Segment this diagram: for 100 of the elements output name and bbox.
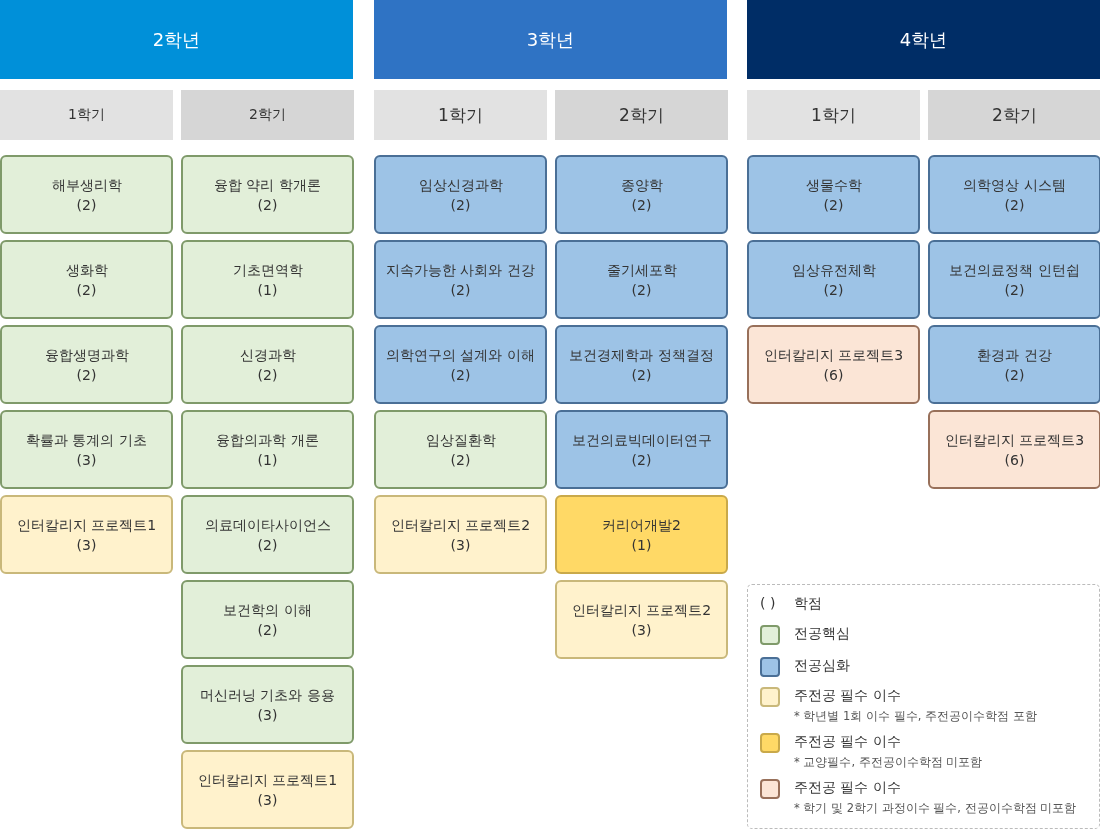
course-card: [928, 155, 1100, 234]
course-name: 의학영상 시스템: [963, 175, 1066, 195]
legend-label: 전공심화: [794, 657, 850, 675]
course-name: 임상신경과학: [418, 175, 503, 195]
course-name: 인터칼리지 프로젝트3: [763, 345, 904, 365]
course-card: [555, 240, 728, 319]
semester-header: 1학기: [374, 90, 547, 140]
credit-label: (3): [450, 535, 471, 555]
semester-header: 2학기: [555, 90, 728, 140]
course-card: [0, 155, 173, 234]
course-card: [555, 495, 728, 574]
course-name: 융합 약리 학개론: [214, 175, 321, 195]
course-name: 임상질환학: [425, 430, 496, 450]
course-card: [374, 410, 547, 489]
course-name: 의학연구의 설계와 이해: [386, 345, 535, 365]
course-name: 인터칼리지 프로젝트1: [16, 515, 157, 535]
course-name: 보건의료빅데이터연구: [571, 430, 712, 450]
course-name: 인터칼리지 프로젝트2: [571, 600, 712, 620]
course-card: [181, 155, 354, 234]
course-name: 인터칼리지 프로젝트3: [944, 430, 1085, 450]
credit-label: (1): [257, 450, 278, 470]
course-name: 종양학: [620, 175, 663, 195]
legend-label: 주전공 필수 이수: [794, 733, 901, 751]
credit-label: (2): [631, 280, 652, 300]
credit-label: (6): [1004, 450, 1025, 470]
course-name: 보건의료정책 인턴쉽: [949, 260, 1080, 280]
course-card: [374, 240, 547, 319]
course-card: [747, 325, 920, 404]
course-card: [181, 665, 354, 744]
course-card: [181, 325, 354, 404]
course-card: [747, 240, 920, 319]
credit-label: (2): [257, 365, 278, 385]
credit-symbol: ( ): [760, 595, 776, 611]
credit-label: (2): [76, 280, 97, 300]
course-name: 생화학: [65, 260, 108, 280]
course-name: 머신러닝 기초와 응용: [200, 685, 335, 705]
year-header: 2학년: [0, 0, 353, 79]
course-card: [374, 325, 547, 404]
legend-label: 학점: [794, 595, 822, 613]
course-card: [747, 155, 920, 234]
semester-header: 1학기: [0, 90, 173, 140]
credit-label: (2): [76, 195, 97, 215]
credit-label: (2): [257, 535, 278, 555]
credit-label: (2): [631, 195, 652, 215]
legend-label: 주전공 필수 이수: [794, 687, 901, 705]
course-name: 임상유전체학: [791, 260, 876, 280]
credit-label: (2): [257, 620, 278, 640]
course-name: 인터칼리지 프로젝트1: [197, 770, 338, 790]
credit-label: (2): [1004, 280, 1025, 300]
year-header: 3학년: [374, 0, 727, 79]
course-card: [181, 495, 354, 574]
legend-note: * 학년별 1회 이수 필수, 주전공이수학점 포함: [794, 709, 1037, 724]
course-name: 융합의과학 개론: [216, 430, 319, 450]
course-card: [181, 410, 354, 489]
credit-label: (6): [823, 365, 844, 385]
credit-label: (1): [631, 535, 652, 555]
credit-label: (3): [257, 705, 278, 725]
course-name: 보건경제학과 정책결정: [569, 345, 714, 365]
course-name: 보건학의 이해: [223, 600, 312, 620]
course-card: [555, 325, 728, 404]
credit-label: (2): [823, 195, 844, 215]
credit-label: (2): [450, 280, 471, 300]
credit-label: (2): [823, 280, 844, 300]
credit-label: (3): [631, 620, 652, 640]
course-name: 환경과 건강: [977, 345, 1052, 365]
course-name: 신경과학: [239, 345, 296, 365]
course-card: [0, 325, 173, 404]
course-card: [0, 495, 173, 574]
credit-label: (2): [1004, 365, 1025, 385]
course-name: 기초면역학: [232, 260, 303, 280]
credit-label: (2): [631, 450, 652, 470]
course-card: [928, 240, 1100, 319]
course-name: 줄기세포학: [606, 260, 677, 280]
course-name: 인터칼리지 프로젝트2: [390, 515, 531, 535]
year-header: 4학년: [747, 0, 1100, 79]
credit-label: (2): [450, 195, 471, 215]
credit-label: (3): [76, 535, 97, 555]
course-card: [374, 495, 547, 574]
legend-label: 주전공 필수 이수: [794, 779, 901, 797]
course-name: 커리어개발2: [602, 515, 681, 535]
course-card: [0, 240, 173, 319]
credit-label: (1): [257, 280, 278, 300]
course-card: [555, 155, 728, 234]
semester-header: 1학기: [747, 90, 920, 140]
course-card: [181, 750, 354, 829]
legend-note: * 학기 및 2학기 과정이수 필수, 전공이수학점 미포함: [794, 801, 1077, 816]
course-name: 확률과 통계의 기초: [26, 430, 147, 450]
credit-label: (2): [1004, 195, 1025, 215]
credit-label: (2): [257, 195, 278, 215]
course-card: [928, 410, 1100, 489]
course-card: [374, 155, 547, 234]
course-name: 의료데이타사이언스: [204, 515, 331, 535]
credit-label: (2): [76, 365, 97, 385]
course-name: 지속가능한 사회와 건강: [386, 260, 535, 280]
semester-header: 2학기: [181, 90, 354, 140]
credit-label: (2): [631, 365, 652, 385]
course-card: [928, 325, 1100, 404]
credit-label: (2): [450, 450, 471, 470]
course-card: [0, 410, 173, 489]
course-name: 해부생리학: [51, 175, 122, 195]
